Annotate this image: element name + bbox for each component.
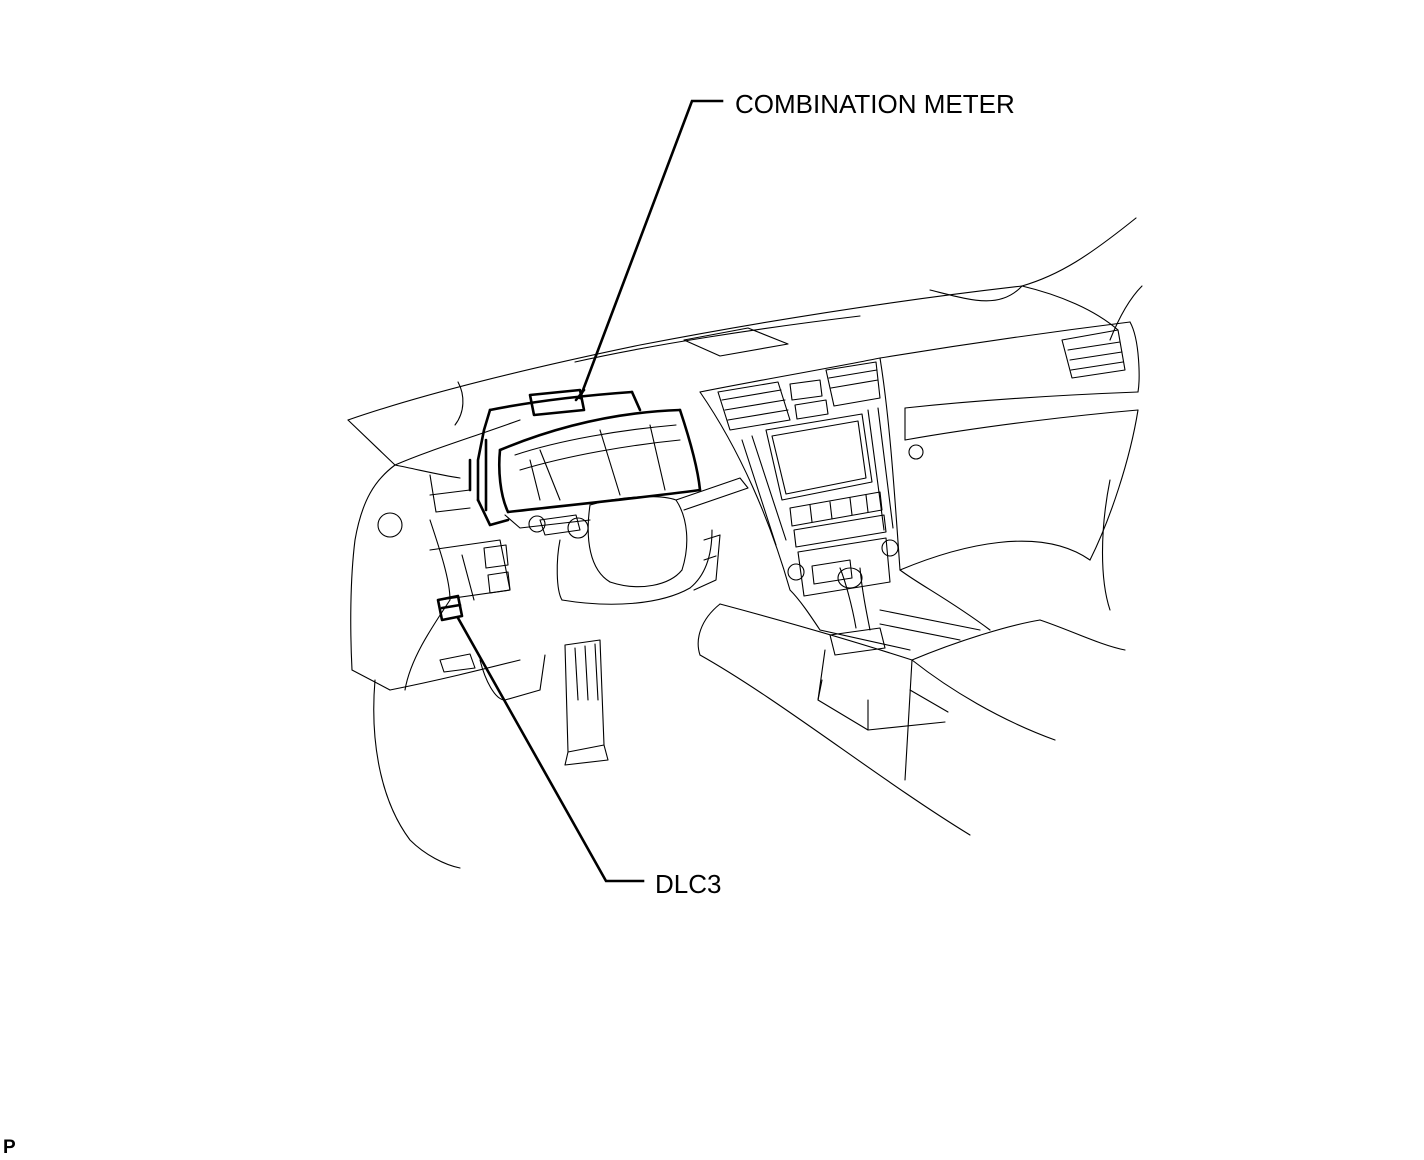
driver-side-dash bbox=[350, 464, 609, 869]
leader-lines bbox=[456, 99, 724, 883]
dlc3-label: DLC3 bbox=[655, 869, 722, 899]
corner-code: P bbox=[3, 1137, 16, 1158]
passenger-dash bbox=[879, 321, 1140, 611]
dashboard-top bbox=[347, 285, 1023, 466]
combination-meter-part bbox=[468, 388, 702, 529]
dlc3-leader bbox=[456, 616, 645, 883]
windshield-outline bbox=[1021, 217, 1143, 341]
center-console bbox=[697, 567, 1126, 836]
combination-meter-leader bbox=[578, 99, 724, 400]
combination-meter-label: COMBINATION METER bbox=[735, 89, 1015, 119]
center-stack bbox=[699, 357, 901, 597]
